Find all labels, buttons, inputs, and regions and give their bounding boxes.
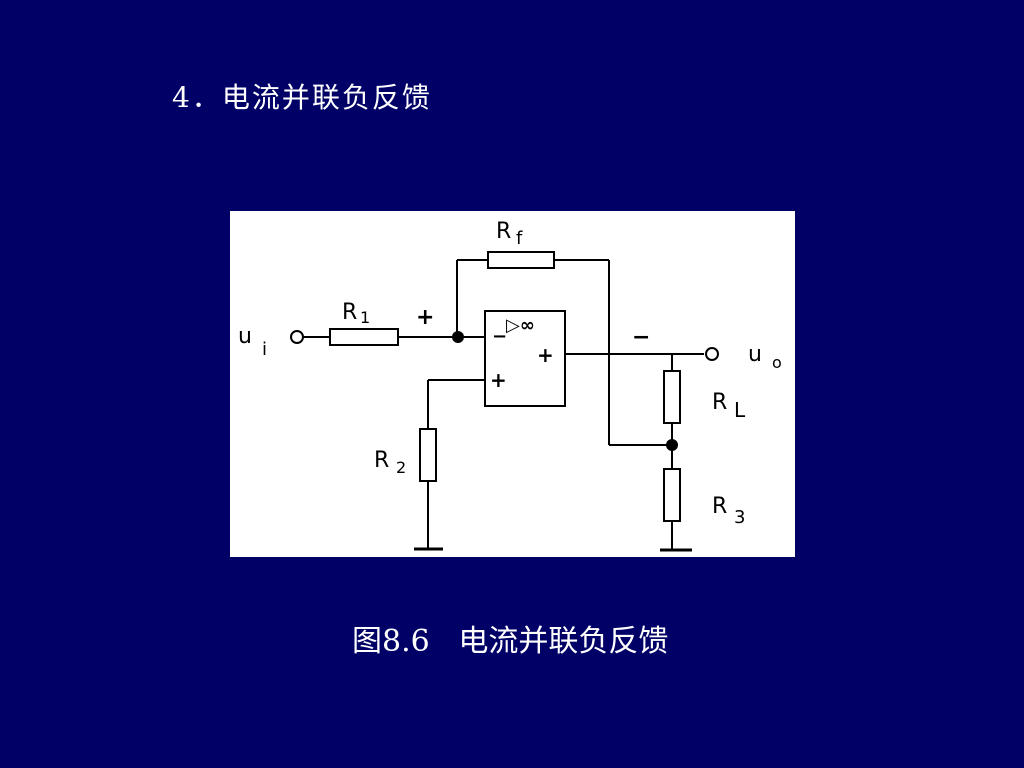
label-r1: R	[342, 300, 357, 325]
resistor-r2	[419, 428, 437, 482]
circuit-diagram: u i R 1 R f + ▷∞ − + + − u o R L R 2 R 3	[230, 211, 795, 557]
terminal-output	[705, 347, 719, 361]
figure-caption: 图8.6 电流并联负反馈	[352, 624, 669, 659]
circuit-svg: u i R 1 R f + ▷∞ − + + − u o R L R 2 R 3	[238, 219, 782, 552]
slide-title: 4．电流并联负反馈	[172, 81, 432, 114]
resistor-r3	[663, 468, 681, 522]
label-ui: u	[238, 324, 252, 349]
label-opamp-plus-in: +	[490, 368, 507, 392]
label-rl-sub: L	[734, 398, 746, 422]
label-r3: R	[712, 494, 727, 519]
label-ui-sub: i	[262, 339, 267, 360]
label-opamp-symbol: ▷∞	[506, 315, 535, 336]
label-polarity-plus: +	[416, 305, 434, 330]
label-r2: R	[374, 448, 389, 473]
resistor-rl	[663, 370, 681, 424]
terminal-input	[290, 330, 304, 344]
resistor-r1	[329, 328, 399, 346]
label-rf: R	[496, 219, 511, 244]
resistor-rf	[487, 251, 555, 269]
label-uo-sub: o	[772, 353, 782, 372]
label-r1-sub: 1	[360, 308, 370, 327]
label-polarity-minus: −	[632, 325, 650, 350]
junction-input-node	[452, 331, 464, 343]
label-rf-sub: f	[516, 228, 523, 249]
label-rl: R	[712, 390, 727, 415]
label-opamp-plus-out: +	[537, 343, 554, 367]
label-r3-sub: 3	[734, 507, 745, 528]
label-opamp-minus: −	[492, 326, 507, 347]
label-uo: u	[748, 342, 762, 367]
junction-feedback-node	[666, 439, 678, 451]
label-r2-sub: 2	[396, 458, 406, 477]
opamp-body	[484, 310, 566, 407]
